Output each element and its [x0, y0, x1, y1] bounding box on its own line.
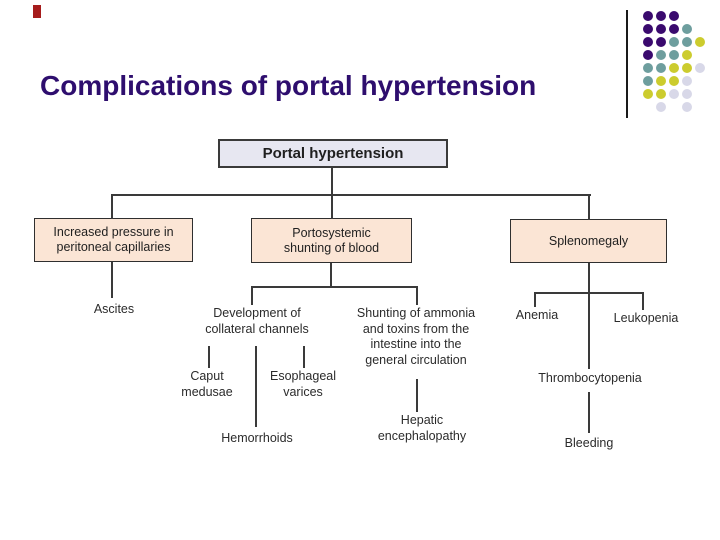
connector-line — [588, 263, 590, 369]
node-portal-hypertension: Portal hypertension — [218, 139, 448, 168]
connector-line — [331, 168, 333, 196]
dot — [642, 37, 653, 47]
dot — [642, 11, 653, 21]
dot — [668, 50, 679, 60]
dot-pattern-ornament — [641, 10, 708, 114]
connector-line — [111, 194, 113, 219]
node-collateral-channels: Development of collateral channels — [205, 306, 309, 336]
connector-line — [416, 286, 418, 305]
dot-row — [641, 101, 708, 114]
dot — [642, 50, 653, 60]
dot — [682, 102, 693, 112]
dot — [695, 11, 705, 21]
dot-row — [641, 62, 708, 75]
dot — [655, 50, 666, 60]
dot — [682, 63, 693, 73]
dot — [695, 50, 705, 60]
node-hepatic-encephalopathy: Hepatic encephalopathy — [377, 413, 467, 443]
dot — [695, 24, 705, 34]
dot — [655, 102, 666, 112]
connector-line — [588, 194, 590, 220]
connector-line — [111, 262, 113, 298]
connector-line — [303, 346, 305, 368]
dot — [682, 24, 693, 34]
dot — [682, 11, 692, 21]
dot — [642, 24, 653, 34]
dot-row — [641, 88, 708, 101]
dot — [695, 102, 705, 112]
dot — [655, 76, 666, 86]
node-bleeding: Bleeding — [564, 436, 614, 450]
dot — [668, 37, 679, 47]
dot — [668, 24, 679, 34]
connector-line — [534, 292, 644, 294]
dot — [655, 24, 666, 34]
dot — [643, 102, 653, 112]
connector-line — [111, 194, 591, 196]
connector-line — [208, 346, 210, 368]
node-leukopenia: Leukopenia — [613, 311, 679, 325]
connector-line — [330, 263, 332, 287]
dot — [642, 76, 653, 86]
vertical-divider — [626, 10, 628, 118]
dot — [642, 63, 653, 73]
dot — [668, 76, 679, 86]
connector-line — [255, 346, 257, 427]
dot — [682, 76, 693, 86]
node-ammonia-shunting: Shunting of ammonia and toxins from the … — [356, 306, 476, 367]
connector-line — [534, 292, 536, 307]
dot — [695, 37, 706, 47]
dot — [695, 76, 705, 86]
node-portosystemic-shunting: Portosystemic shunting of blood — [251, 218, 412, 263]
dot-row — [641, 49, 708, 62]
dot — [682, 50, 693, 60]
slide-title: Complications of portal hypertension — [40, 70, 537, 101]
connector-line — [331, 194, 333, 219]
connector-line — [416, 379, 418, 412]
node-ascites: Ascites — [93, 302, 135, 316]
dot — [695, 89, 705, 99]
dot — [655, 89, 666, 99]
dot — [669, 102, 679, 112]
connector-line — [588, 392, 590, 433]
dot — [682, 37, 693, 47]
dot — [668, 11, 679, 21]
connector-line — [251, 286, 418, 288]
dot — [695, 63, 706, 73]
node-thrombocytopenia: Thrombocytopenia — [538, 371, 642, 385]
red-corner-mark — [33, 5, 41, 18]
dot-row — [641, 10, 708, 23]
node-increased-pressure: Increased pressure in peritoneal capilla… — [34, 218, 193, 262]
node-esophageal-varices: Esophageal varices — [269, 369, 337, 399]
dot-row — [641, 23, 708, 36]
dot-row — [641, 75, 708, 88]
dot — [642, 89, 653, 99]
node-hemorrhoids: Hemorrhoids — [221, 431, 293, 445]
dot — [655, 37, 666, 47]
node-caput-medusae: Caput medusae — [181, 369, 233, 399]
connector-line — [251, 286, 253, 305]
dot — [655, 63, 666, 73]
node-splenomegaly: Splenomegaly — [510, 219, 667, 263]
dot — [682, 89, 693, 99]
dot — [668, 63, 679, 73]
dot — [655, 11, 666, 21]
dot-row — [641, 36, 708, 49]
node-anemia: Anemia — [515, 308, 559, 322]
connector-line — [642, 292, 644, 310]
dot — [668, 89, 679, 99]
